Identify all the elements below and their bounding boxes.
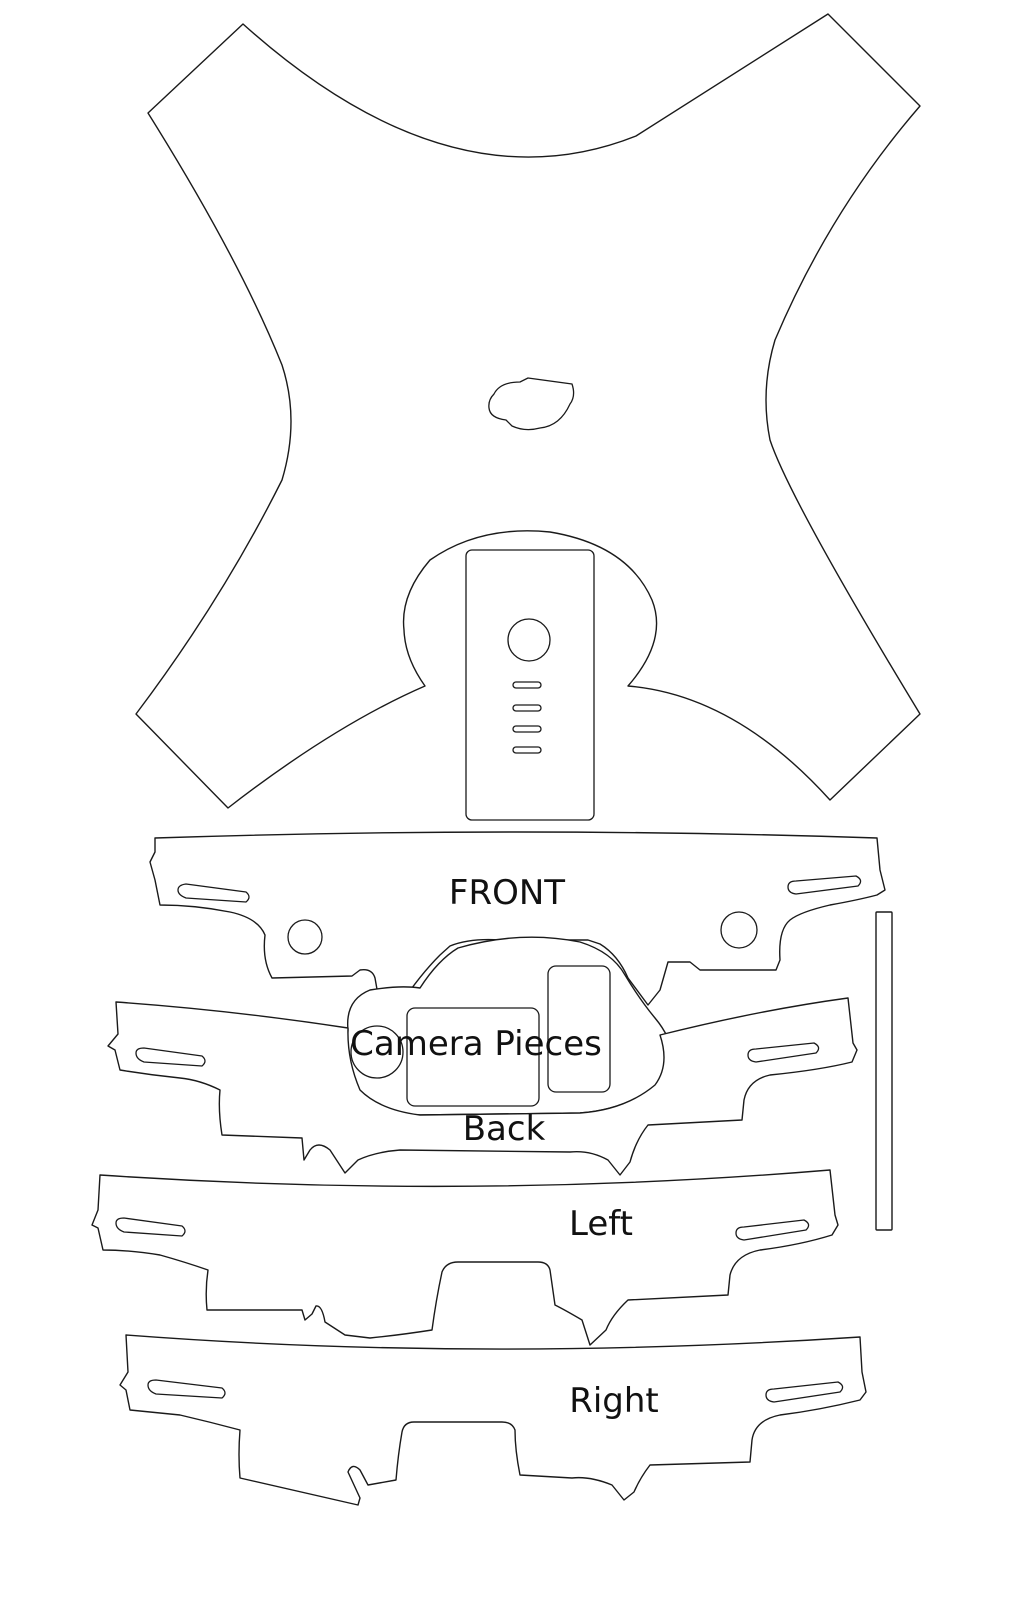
left-vent-left: [115, 1217, 186, 1237]
led-slot-4: [512, 746, 542, 754]
led-slot-2: [512, 704, 542, 712]
back-label: Back: [463, 1109, 546, 1149]
back-vent-right: [747, 1042, 820, 1063]
camera-lens-cutout: [350, 1025, 404, 1079]
front-hole-left: [287, 919, 323, 955]
back-vent-left: [135, 1047, 206, 1067]
back-outline: [107, 997, 858, 1176]
camera-label: Camera Pieces: [350, 1024, 602, 1064]
back-piece: Back: [107, 997, 858, 1176]
right-outline: [119, 1334, 867, 1506]
power-button-cutout: [507, 618, 551, 662]
front-vent-left: [177, 883, 250, 903]
right-label: Right: [569, 1381, 659, 1421]
camera-side-panel: [547, 965, 611, 1093]
left-vent-right: [735, 1219, 810, 1241]
led-slot-1: [512, 681, 542, 689]
logo-cutout: [488, 377, 575, 431]
led-slot-3: [512, 725, 542, 733]
front-vent-right: [787, 875, 862, 895]
front-hole-right: [720, 911, 758, 949]
camera-center-panel: [406, 1007, 540, 1107]
left-outline: [91, 1169, 839, 1346]
front-label: FRONT: [449, 873, 565, 913]
right-piece: Right: [119, 1334, 867, 1506]
front-piece: FRONT: [149, 831, 886, 1006]
top-body-piece: [135, 13, 921, 821]
top-body-outline: [135, 13, 921, 809]
battery-panel: [465, 549, 595, 821]
right-vent-left: [147, 1379, 226, 1399]
side-strip-piece: [875, 911, 893, 1231]
left-label: Left: [569, 1204, 633, 1244]
right-vent-right: [765, 1381, 844, 1403]
left-piece: Left: [91, 1169, 839, 1346]
